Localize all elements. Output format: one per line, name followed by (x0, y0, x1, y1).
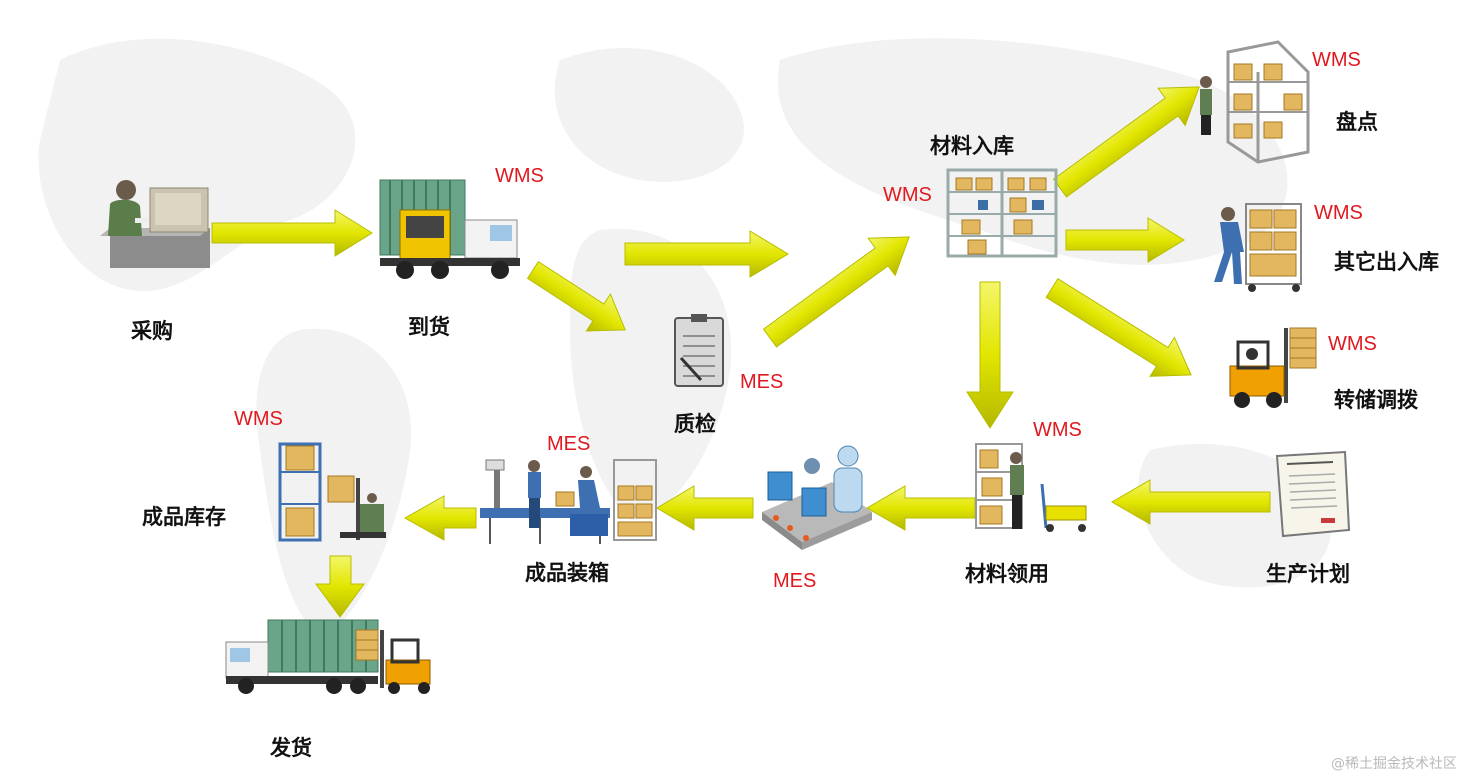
system-tag-production: MES (773, 570, 817, 592)
arrow-packing-to-stock (403, 495, 477, 541)
node-label-finished-packing: 成品装箱 (525, 561, 609, 585)
forklift-icon (1229, 327, 1317, 408)
arrow-stock-to-shipment (315, 555, 365, 618)
node-label-material-inbound: 材料入库 (930, 134, 1014, 158)
node-label-finished-stock: 成品库存 (142, 505, 226, 529)
arrow-inbound-to-other (1065, 217, 1185, 263)
watermark: @稀土掘金技术社区 (1331, 756, 1457, 772)
arrow-inbound-to-stocktake (1052, 86, 1200, 198)
node-label-transfer: 转储调拨 (1334, 388, 1418, 412)
system-tag-stocktake: WMS (1312, 49, 1361, 71)
arrow-plan-to-issue (1111, 479, 1271, 525)
delivery-truck-forklift-icon (225, 619, 431, 694)
node-label-inspection: 质检 (674, 412, 716, 436)
arrow-issue-to-production (866, 485, 976, 531)
system-tag-finished-stock: WMS (234, 408, 283, 430)
node-label-other-in-out: 其它出入库 (1334, 250, 1439, 274)
node-label-purchase: 采购 (131, 319, 173, 343)
node-label-production-plan: 生产计划 (1266, 562, 1350, 586)
finished-goods-shelf-icon (278, 442, 386, 542)
node-label-material-issue: 材料领用 (965, 562, 1049, 586)
arrow-inbound-to-issue (966, 281, 1014, 429)
system-tag-finished-packing: MES (547, 433, 591, 455)
system-tag-material-inbound: WMS (883, 184, 932, 206)
shelf-worker-hand-truck-icon (975, 443, 1087, 532)
flow-arrows (211, 86, 1271, 618)
node-label-arrival: 到货 (408, 315, 450, 339)
storage-shelf-icon (946, 168, 1058, 258)
arrow-arrival-to-inspection (526, 260, 626, 332)
system-tag-other-in-out: WMS (1314, 202, 1363, 224)
warehouse-rack-worker-icon (1200, 40, 1310, 164)
system-tag-inspection: MES (740, 371, 784, 393)
worker-pushing-cart-icon (1214, 203, 1302, 292)
node-label-stocktake: 盘点 (1336, 110, 1378, 134)
node-label-shipment: 发货 (270, 736, 312, 760)
arrow-to-material-inbound (624, 230, 789, 278)
system-tag-material-issue: WMS (1033, 419, 1082, 441)
packing-line-icon (480, 459, 657, 544)
arrow-inbound-to-transfer (1045, 277, 1192, 377)
system-tag-transfer: WMS (1328, 333, 1377, 355)
assembly-robot-icon (762, 445, 872, 550)
system-tag-arrival: WMS (495, 165, 544, 187)
clipboard-icon (674, 314, 724, 387)
arrow-production-to-packing (656, 485, 754, 531)
person-at-computer-icon (100, 180, 210, 268)
arrow-purchase-to-arrival (211, 209, 373, 257)
arrow-inspection-to-inbound (762, 236, 910, 348)
plan-document-icon (1275, 450, 1351, 538)
container-truck-icon (379, 179, 520, 279)
